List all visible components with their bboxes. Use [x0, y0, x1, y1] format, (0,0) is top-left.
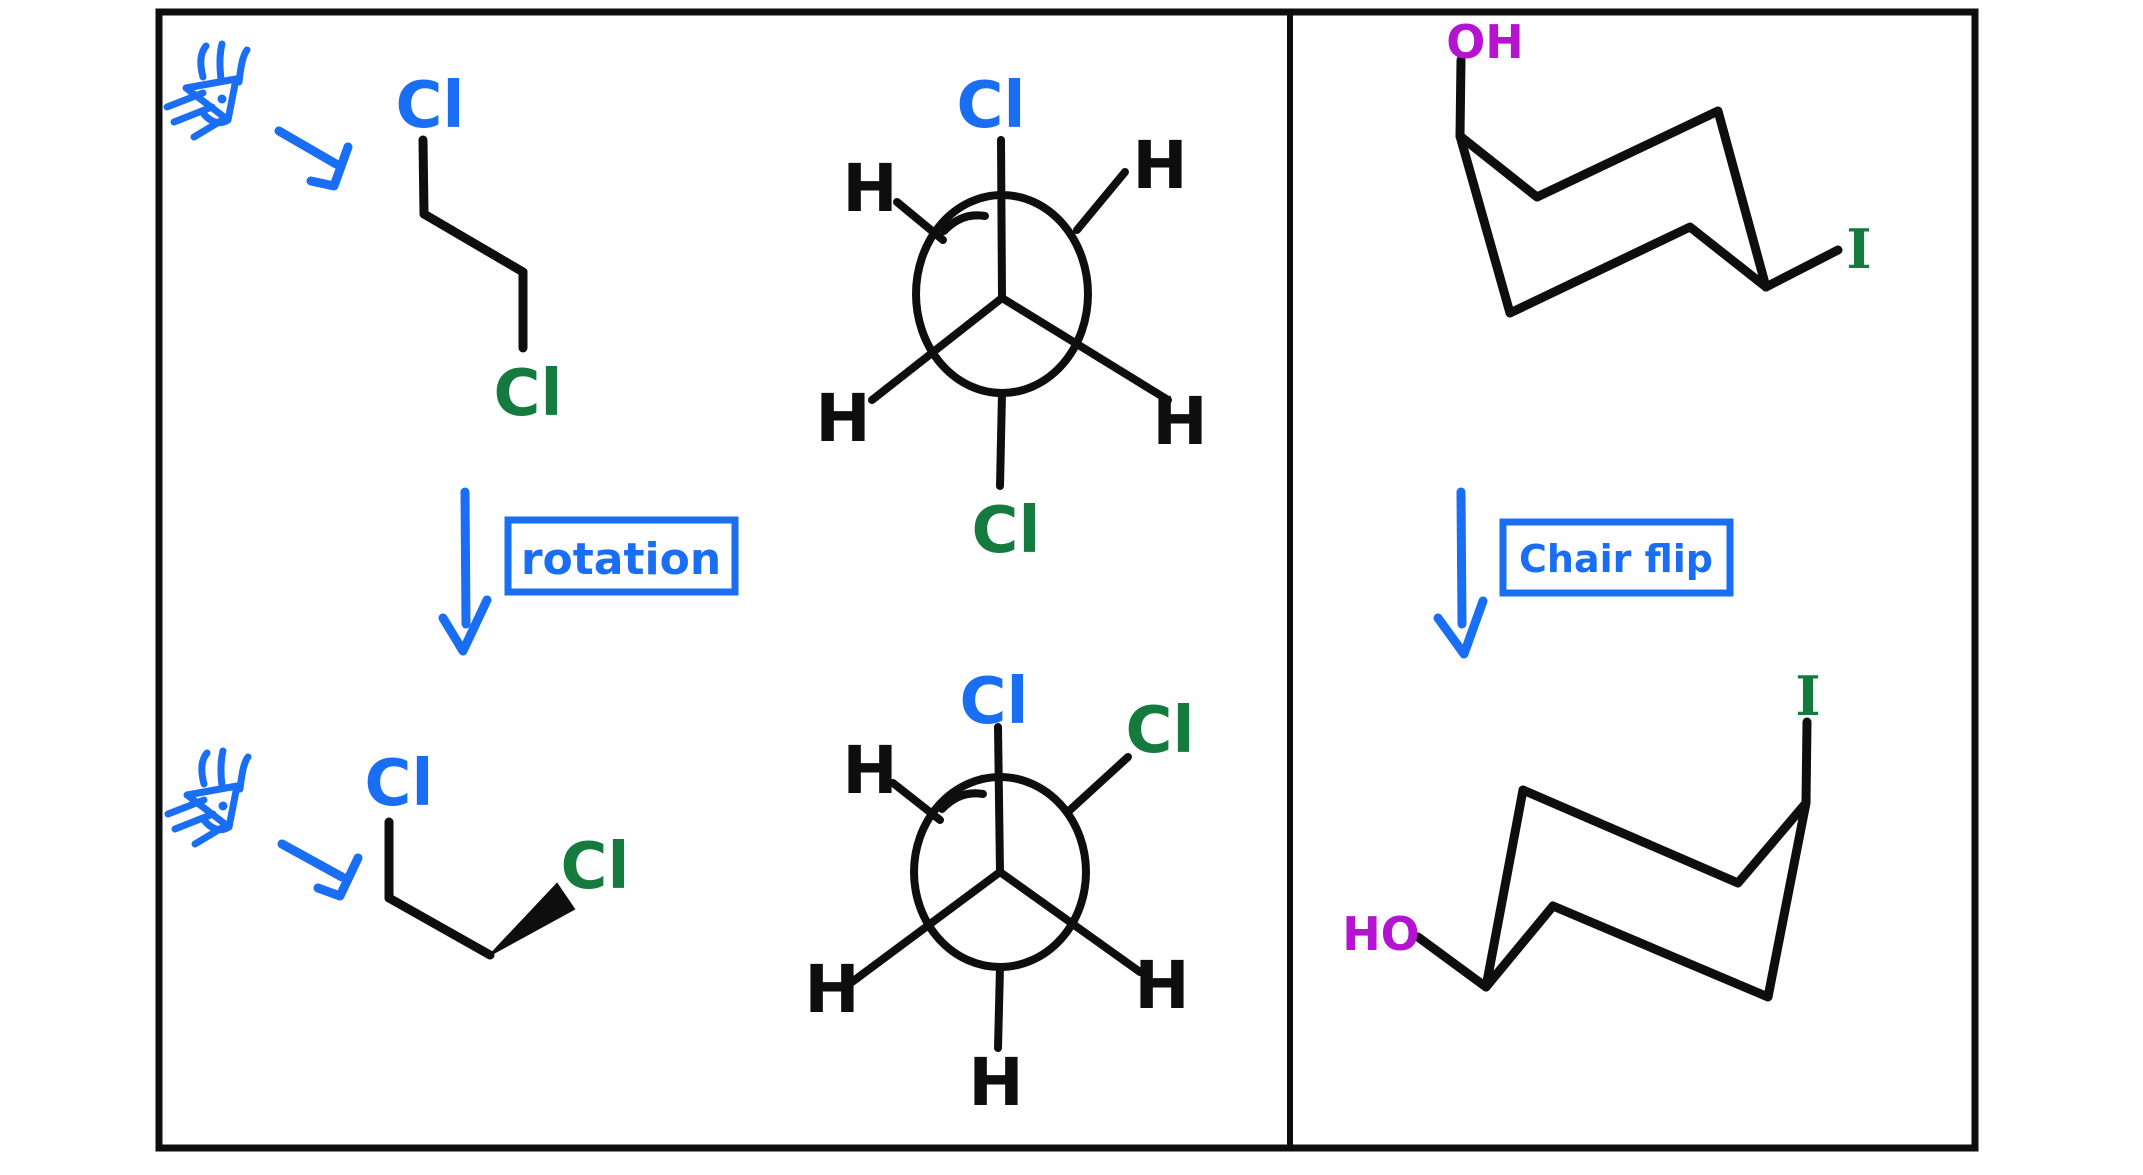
- chair-flip-label-box: [1499, 518, 1734, 597]
- chair-flip-arrow: [1433, 487, 1488, 659]
- chair-conformation-bottom: I HO: [1342, 664, 1821, 1002]
- atom-label-cl-back: Cl: [1126, 694, 1195, 768]
- front-bond: [868, 294, 1006, 404]
- eyelash-icon: [197, 42, 210, 81]
- substituent-bond-i: [1801, 717, 1812, 808]
- eyelash-icon: [235, 46, 251, 86]
- bond: [384, 893, 495, 960]
- atom-label-cl-back: Cl: [972, 494, 1041, 568]
- back-bond: [1066, 753, 1132, 814]
- eyelash-icon: [216, 40, 226, 83]
- rotation-step: rotation: [438, 487, 739, 656]
- wedge-bond: [489, 882, 576, 956]
- ring-bond: [1481, 785, 1811, 1002]
- eyelash-icon: [217, 747, 227, 790]
- back-bond: [893, 198, 947, 244]
- rotation-label: rotation: [521, 534, 721, 585]
- atom-label-cl-wedge: Cl: [561, 830, 630, 904]
- newman-projection-anti: Cl H H H H Cl: [815, 69, 1207, 568]
- front-bond: [994, 723, 1004, 876]
- atom-label-h: H: [1152, 383, 1207, 460]
- gaze-line-icon: [171, 810, 217, 833]
- chair-flip-step: Chair flip: [1433, 487, 1734, 659]
- substituent-label-ho: HO: [1342, 907, 1420, 961]
- view-direction-arrow-bottom: [277, 839, 363, 901]
- back-bond: [889, 779, 944, 824]
- sketch-tick-icon: [938, 789, 987, 813]
- chair-conformation-top: OH I: [1446, 15, 1872, 318]
- gaze-line-icon: [163, 89, 207, 111]
- chair-flip-label: Chair flip: [1519, 537, 1713, 581]
- atom-label-h: H: [815, 380, 870, 457]
- atom-label-h: H: [804, 951, 859, 1028]
- line-structure-gauche: Cl Cl: [365, 747, 630, 960]
- ring-bond: [1455, 131, 1771, 318]
- atom-label-cl-front: Cl: [396, 69, 465, 143]
- atom-label-h: H: [968, 1044, 1023, 1121]
- eye-pupil-icon: [217, 94, 227, 104]
- atom-label-h: H: [842, 150, 897, 227]
- atom-label-cl-front: Cl: [960, 665, 1029, 739]
- eyelash-icon: [236, 753, 252, 793]
- eye-pupil-icon: [218, 801, 228, 811]
- atom-label-h: H: [1134, 947, 1189, 1024]
- rotation-arrow: [438, 487, 492, 656]
- ring-bond: [1455, 106, 1771, 292]
- eye-outline-icon: [182, 75, 240, 124]
- gaze-line-icon: [190, 115, 228, 141]
- eye-doodle-bottom-icon: [164, 747, 252, 848]
- substituent-bond-i: [1761, 245, 1843, 292]
- eye-outline-icon: [183, 782, 241, 831]
- bond: [418, 135, 429, 219]
- substituent-label-i: I: [1795, 664, 1820, 728]
- ring-bond: [1518, 785, 1811, 888]
- frame: [155, 8, 1979, 1152]
- front-bond: [997, 136, 1006, 302]
- substituent-bond-oh: [1455, 55, 1466, 141]
- atom-label-cl-front: Cl: [365, 747, 434, 821]
- back-bond: [1073, 168, 1129, 234]
- atom-label-h: H: [1132, 127, 1187, 204]
- sketch-tick-icon: [940, 211, 989, 235]
- back-bond: [994, 963, 1004, 1052]
- gaze-line-icon: [170, 103, 216, 126]
- substituent-label-i: I: [1846, 217, 1871, 281]
- front-bond: [998, 294, 1172, 404]
- gaze-line-icon: [191, 822, 229, 848]
- rotation-label-box: [504, 516, 739, 596]
- substituent-bond-oh: [1413, 932, 1491, 992]
- atom-label-h: H: [842, 732, 897, 809]
- eye-doodle-top-icon: [163, 40, 251, 141]
- view-direction-arrow-top: [274, 126, 353, 191]
- back-bond: [996, 389, 1006, 490]
- atom-label-cl-back: Cl: [494, 357, 563, 431]
- eyelash-icon: [198, 749, 211, 788]
- outer-border: [155, 8, 1979, 1152]
- line-structure-anti: Cl Cl: [396, 69, 563, 431]
- newman-projection-gauche: Cl Cl H H H H: [804, 665, 1194, 1121]
- substituent-label-oh: OH: [1446, 15, 1524, 69]
- bond: [419, 209, 528, 277]
- atom-label-cl-front: Cl: [957, 69, 1026, 143]
- gaze-line-icon: [164, 796, 208, 818]
